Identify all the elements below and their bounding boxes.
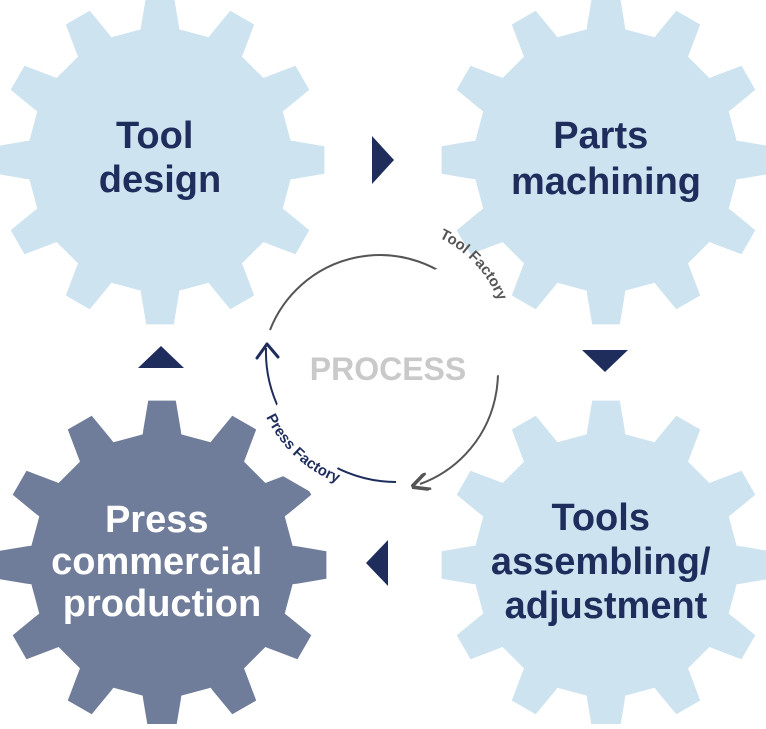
gear-tool-design [0, 0, 325, 325]
gear-label-tools-assembling: Tools assembling/ adjustment [491, 497, 721, 627]
gear-tools-assembling [441, 400, 766, 729]
gear-label-tool-design: Tool design [99, 115, 221, 201]
process-center-label: PROCESS [310, 351, 466, 387]
arrow-down-icon [582, 350, 628, 372]
gear-press-commercial [0, 400, 327, 729]
arrow-up-icon [138, 346, 184, 368]
arrow-right-icon [372, 136, 394, 184]
gear-label-press-commercial: Press commercial production [51, 499, 273, 625]
cycle-up-arrow-icon [255, 342, 280, 360]
tool-factory-label-backdrop [431, 251, 529, 385]
press-factory-label-backdrop [247, 386, 361, 498]
gear-label-parts-machining: Parts machining [511, 115, 701, 203]
gear-parts-machining [441, 0, 766, 325]
arrow-left-icon [366, 540, 388, 586]
